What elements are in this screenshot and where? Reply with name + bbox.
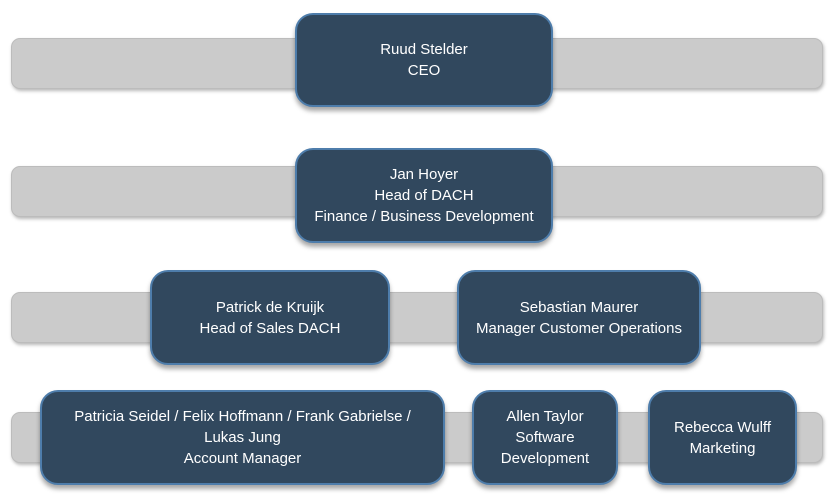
org-node-text: Patrick de Kruijk Head of Sales DACH	[152, 297, 388, 339]
person-name: Allen Taylor	[506, 408, 584, 425]
person-name: Ruud Stelder	[380, 41, 468, 58]
person-role: Account Manager	[183, 450, 302, 467]
level-band-3	[11, 292, 823, 343]
person-role: Manager Customer Operations	[476, 319, 682, 337]
org-node-text: Patricia Seidel / Felix Hoffmann / Frank…	[42, 406, 443, 469]
person-role: CEO	[407, 62, 441, 79]
person-name-2: Lukas Jung	[204, 429, 281, 446]
person-role-2: Development	[500, 450, 590, 467]
person-name: Sebastian Maurer	[519, 298, 639, 316]
org-node-account-managers: Patricia Seidel / Felix Hoffmann / Frank…	[40, 390, 445, 485]
person-role: Marketing	[689, 439, 756, 457]
org-node-text: Rebecca Wulff Marketing	[650, 417, 795, 459]
org-node-text: Jan Hoyer Head of DACH Finance / Busines…	[297, 164, 551, 227]
org-node-head-of-dach: Jan Hoyer Head of DACH Finance / Busines…	[295, 148, 553, 243]
org-node-text: Sebastian Maurer Manager Customer Operat…	[459, 297, 699, 339]
person-name: Rebecca Wulff	[674, 418, 771, 436]
org-node-text: Ruud Stelder CEO	[297, 39, 551, 81]
person-role: Head of Sales DACH	[199, 319, 341, 337]
org-node-customer-operations: Sebastian Maurer Manager Customer Operat…	[457, 270, 701, 365]
org-node-software-development: Allen Taylor Software Development	[472, 390, 618, 485]
person-name: Jan Hoyer	[389, 166, 459, 183]
person-role: Software	[515, 429, 575, 446]
org-node-ceo: Ruud Stelder CEO	[295, 13, 553, 107]
person-role: Head of DACH	[374, 187, 474, 204]
org-node-marketing: Rebecca Wulff Marketing	[648, 390, 797, 485]
person-name: Patrick de Kruijk	[215, 298, 325, 316]
org-node-text: Allen Taylor Software Development	[474, 406, 616, 469]
org-node-head-of-sales: Patrick de Kruijk Head of Sales DACH	[150, 270, 390, 365]
person-role-2: Finance / Business Development	[314, 208, 534, 225]
person-name: Patricia Seidel / Felix Hoffmann / Frank…	[74, 408, 411, 425]
